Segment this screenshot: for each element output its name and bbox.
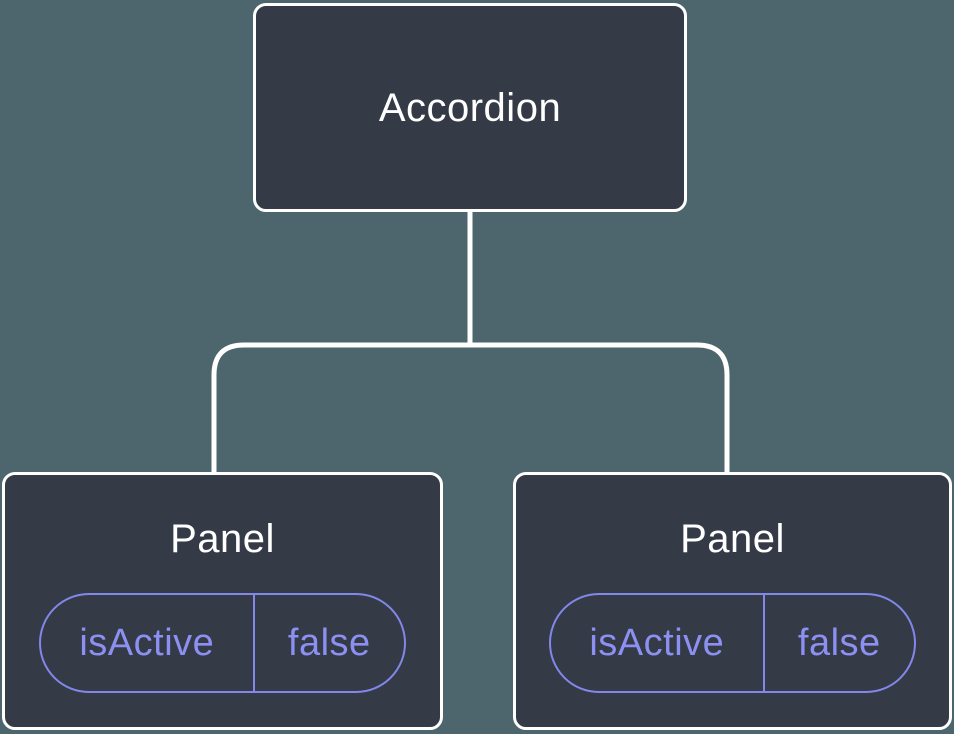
- state-key-right: isActive: [551, 595, 765, 691]
- component-node-panel-left: Panel isActive false: [2, 472, 443, 730]
- component-node-panel-right: Panel isActive false: [513, 472, 952, 730]
- branch-connector-line: [211, 342, 730, 476]
- state-value-right: false: [797, 621, 881, 664]
- state-key-left: isActive: [41, 595, 255, 691]
- component-node-accordion: Accordion: [253, 3, 687, 212]
- component-label-panel-left: Panel: [170, 517, 275, 561]
- state-value-left: false: [287, 621, 371, 664]
- state-pill-right: isActive false: [549, 593, 916, 693]
- component-label-accordion: Accordion: [378, 85, 562, 130]
- component-label-panel-right: Panel: [680, 517, 785, 561]
- state-pill-left: isActive false: [39, 593, 406, 693]
